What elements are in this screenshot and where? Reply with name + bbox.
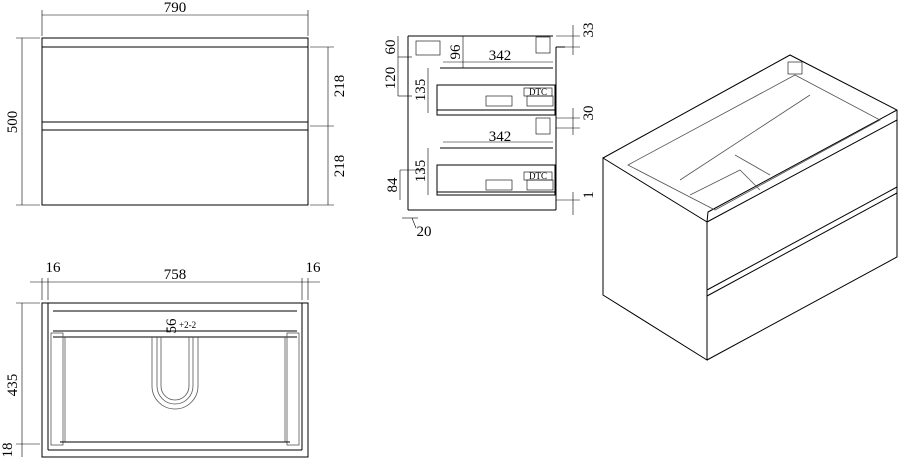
- dim-depth: 435: [5, 374, 21, 397]
- dim-rail-offset: 96: [448, 44, 464, 60]
- dim-left-side: 16: [46, 260, 62, 276]
- dim-mid-gap: 30: [581, 106, 597, 121]
- dim-drawer-h-bottom: 135: [413, 160, 429, 183]
- dim-bottom-offset: 84: [385, 177, 401, 193]
- dim-right-side: 16: [306, 260, 322, 276]
- cutout-tolerance: +2-2: [179, 320, 196, 330]
- dim-drawer-top: 218: [332, 75, 348, 98]
- dim-inner-width: 758: [164, 267, 187, 283]
- dim-top-clear: 33: [581, 23, 597, 38]
- dim-back-gap: 20: [417, 224, 432, 240]
- dim-height: 500: [5, 111, 21, 134]
- dim-slide-top: 342: [489, 48, 512, 64]
- brand-label-bottom: DTC: [529, 171, 547, 181]
- dim-bottom-gap: 1: [581, 191, 597, 199]
- dim-cutout: 56: [164, 318, 180, 334]
- dim-slide-bottom: 342: [489, 129, 512, 145]
- brand-label-top: DTC: [529, 87, 547, 97]
- dim-drawer-h-top: 135: [413, 79, 429, 102]
- side-view: DTC DTC 60 120 96 342 342 135 135 84 20 …: [383, 23, 597, 241]
- dim-drawer-bottom: 218: [332, 155, 348, 178]
- isometric-view: [602, 54, 898, 361]
- top-view: 16 758 16 435 18 56 +2-2: [0, 260, 321, 458]
- siphon-cutout: [151, 337, 199, 410]
- front-view: 790 500 218 218: [5, 0, 348, 206]
- dim-top-gap: 60: [383, 40, 399, 55]
- dim-base: 18: [0, 443, 16, 458]
- dim-width: 790: [164, 0, 187, 16]
- dim-upper: 120: [383, 67, 399, 90]
